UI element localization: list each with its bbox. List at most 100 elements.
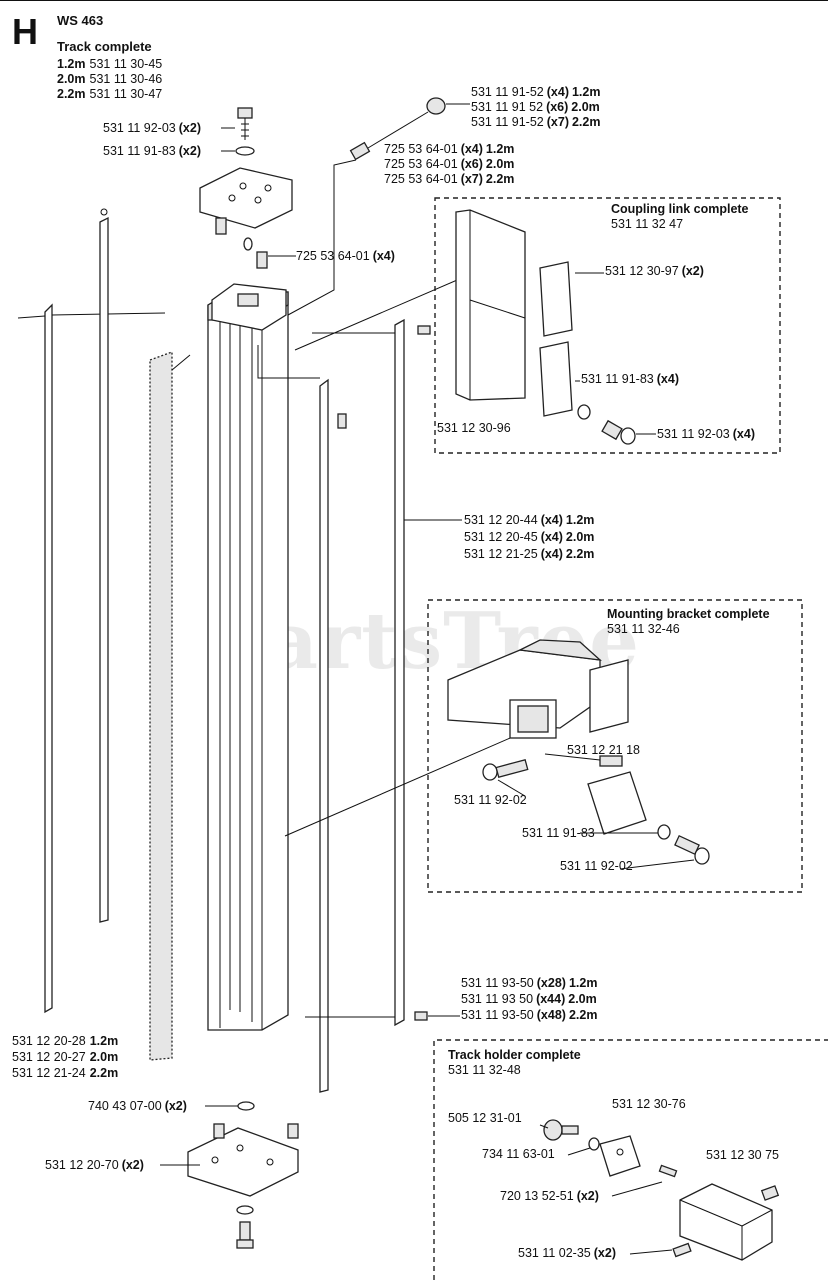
svg-text:531 11 02-35(x2): 531 11 02-35(x2) [518,1246,616,1260]
bracket-washer-num: 531 11 91-83 [522,826,595,840]
holder-washer-icon [588,1137,600,1151]
label-num: 531 12 20-27 [12,1050,86,1064]
svg-text:531 12 20-281.2m: 531 12 20-28 1.2m [12,1034,118,1048]
bracket-title: Mounting bracket complete [607,607,770,621]
svg-text:531 11 91-52(x7)2.2m: 531 11 91-52(x7)2.2m [471,115,600,129]
label-qty: (x7) [461,172,483,186]
label-num: 531 11 91-52 [471,115,544,129]
bottom-plate-num: 531 12 20-70 [45,1158,119,1172]
bottom-plate [187,1123,299,1197]
coupling-washer-icon [577,404,591,420]
label-qty: (x48) [537,1008,566,1022]
right-side-strip [305,318,462,1027]
cap-screw-num: 725 53 64-01 [296,249,370,263]
leader [539,1124,549,1129]
top-washer-qty: (x2) [179,144,201,158]
end-nut-icon [367,97,446,149]
label-len: 2.2m [90,1066,119,1080]
svg-text:725 53 64-01(x4)1.2m: 725 53 64-01(x4)1.2m [384,142,514,156]
label-num: 531 12 20-28 [12,1034,86,1048]
holder-pin-qty: (x2) [577,1189,599,1203]
label-len: 2.2m [566,547,595,561]
coupling-bar-num: 531 12 30-96 [437,421,511,435]
label-num: 725 53 64-01 [384,157,458,171]
svg-text:531 12 30-97(x2): 531 12 30-97(x2) [605,264,704,278]
small-screw-labels: 531 11 93-50(x28)1.2m 531 11 93 50(x44)2… [461,976,597,1022]
leader [544,753,601,761]
label-num: 725 53 64-01 [384,142,458,156]
track-complete-title: Track complete [57,39,152,54]
coupling-link-box [434,197,781,454]
holder-screw-num: 531 11 02-35 [518,1246,591,1260]
top-bolt-icon [237,107,253,140]
label-len: 1.2m [572,85,601,99]
top-plate [199,167,293,229]
track-num: 531 11 30-45 [90,57,163,71]
label-qty: (x6) [546,100,568,114]
label-len: 1.2m [486,142,515,156]
coupling-washer-num: 531 11 91-83 [581,372,654,386]
label-len: 2.2m [486,172,515,186]
svg-text:531 11 93-50(x48)2.2m: 531 11 93-50(x48)2.2m [461,1008,597,1022]
bracket-bolt-icon [482,758,529,781]
leader [497,779,526,797]
left-side-strip [17,303,166,1014]
leader [629,1249,673,1255]
label-qty: (x4) [541,530,563,544]
label-len: 2.2m [569,1008,598,1022]
track-len: 2.2m [57,87,86,101]
bottom-ring-qty: (x2) [165,1099,187,1113]
label-len: 2.0m [568,992,597,1006]
track-num: 531 11 30-47 [90,87,163,101]
section-letter: H [12,11,38,52]
holder-knob-icon [543,1119,579,1141]
svg-text:531 11 92-03(x2): 531 11 92-03(x2) [103,121,201,135]
track-end-cap [211,283,287,331]
label-num: 531 11 91-52 [471,85,544,99]
bracket-body [447,639,629,739]
svg-text:531 12 21-25(x4)2.2m: 531 12 21-25(x4)2.2m [464,547,594,561]
svg-text:725 53 64-01(x4): 725 53 64-01(x4) [296,249,395,263]
svg-text:531 11 91-83(x2): 531 11 91-83(x2) [103,144,201,158]
leader-end-screw [287,159,357,316]
bracket-bolt-left-num: 531 11 92-02 [454,793,527,807]
holder-part: 531 11 32-48 [448,1063,521,1077]
label-num: 531 11 93 50 [461,992,533,1006]
coupling-washer-qty: (x4) [657,372,679,386]
holder-body-num: 531 12 30 75 [706,1148,779,1162]
label-len: 2.2m [572,115,601,129]
end-nut-labels: 531 11 91-52(x4)1.2m 531 11 91 52(x6)2.0… [471,85,600,129]
model-name: WS 463 [57,13,103,28]
label-len: 2.0m [566,530,595,544]
holder-washer-num: 734 11 63-01 [482,1147,555,1161]
bracket-bolt-right-icon [674,834,710,865]
bracket-part: 531 11 32-46 [607,622,680,636]
label-len: 1.2m [90,1034,119,1048]
main-track-profile [207,291,289,1031]
leader [567,1147,591,1156]
holder-screw-qty: (x2) [594,1246,616,1260]
label-num: 531 12 20-44 [464,513,538,527]
svg-text:725 53 64-01(x7)2.2m: 725 53 64-01(x7)2.2m [384,172,514,186]
bottom-ring-num: 740 43 07-00 [88,1099,162,1113]
holder-title: Track holder complete [448,1048,581,1062]
svg-text:531 11 92-03(x4): 531 11 92-03(x4) [657,427,755,441]
label-qty: (x7) [547,115,569,129]
label-len: 2.0m [486,157,515,171]
svg-text:531 12 20-44(x4)1.2m: 531 12 20-44(x4)1.2m [464,513,594,527]
holder-knob-num: 505 12 31-01 [448,1111,522,1125]
svg-text:531 12 20-70(x2): 531 12 20-70(x2) [45,1158,144,1172]
bracket-washer-icon [657,824,671,840]
bottom-ring-icon [237,1101,255,1111]
svg-text:725 53 64-01(x6)2.0m: 725 53 64-01(x6)2.0m [384,157,514,171]
cap-screw-icon [215,217,268,269]
label-num: 531 12 20-45 [464,530,538,544]
label-qty: (x4) [547,85,569,99]
leader [284,724,541,837]
coupling-plate [539,261,573,417]
holder-pin-num: 720 13 52-51 [500,1189,574,1203]
label-num: 531 12 21-24 [12,1066,86,1080]
